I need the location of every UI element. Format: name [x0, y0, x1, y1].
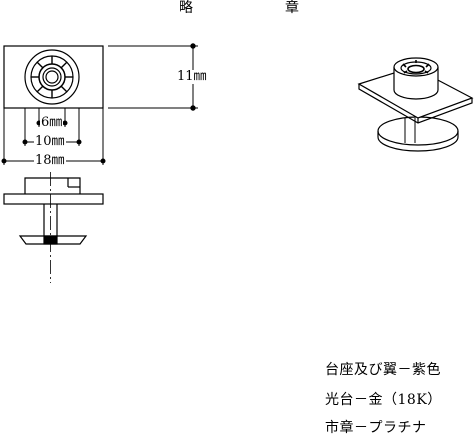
emblem-inner — [407, 64, 425, 74]
dimension-label-10mm: 10㎜ — [34, 134, 66, 149]
inner-ring — [42, 67, 62, 87]
dimension-label-height: 11㎜ — [176, 69, 208, 84]
note-base-and-wings: 台座及び翼－紫色 — [325, 362, 441, 378]
clutch-rim — [377, 131, 459, 152]
title-char-1: 略 — [179, 0, 193, 16]
title-char-2: 章 — [285, 0, 299, 16]
side-view — [3, 172, 104, 283]
dimension-label-6mm: 6㎜ — [40, 115, 64, 130]
front-view-outline — [3, 45, 104, 109]
front-view — [3, 45, 104, 109]
dimension-label-18mm: 18㎜ — [34, 153, 66, 168]
base-plate — [3, 193, 104, 205]
clutch-back — [18, 235, 88, 245]
emblem-rays — [402, 60, 430, 74]
center-ring — [45, 70, 59, 84]
note-rays: 光台－金（18K） — [325, 392, 442, 408]
note-city-emblem: 市章－プラチナ — [325, 420, 427, 436]
radial-rays — [31, 56, 73, 98]
dimension-height — [108, 43, 198, 111]
emblem-block — [24, 177, 81, 194]
perspective-view — [357, 57, 474, 152]
outer-ring — [24, 49, 80, 105]
